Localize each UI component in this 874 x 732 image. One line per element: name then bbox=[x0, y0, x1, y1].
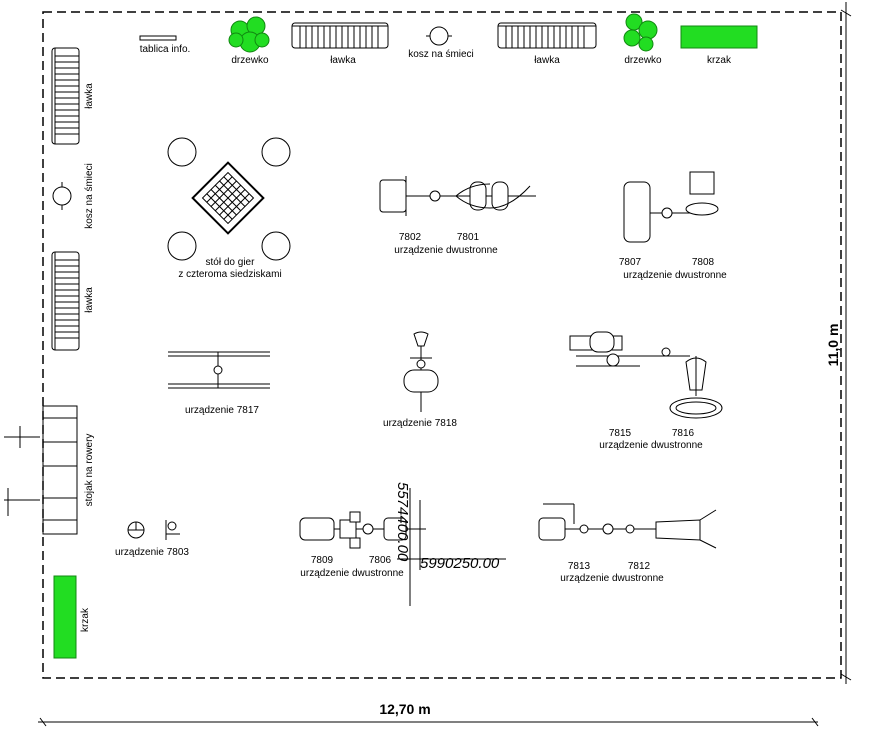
num-7809: 7809 bbox=[311, 555, 334, 566]
bench-left-2-label: ławka bbox=[84, 287, 95, 313]
num-7806: 7806 bbox=[369, 555, 392, 566]
num-7815: 7815 bbox=[609, 428, 632, 439]
equipment-7818: urządzenie 7818 bbox=[383, 331, 457, 429]
bench-top-1-label: ławka bbox=[330, 55, 356, 66]
game-table-label-2: z czteroma siedziskami bbox=[178, 269, 281, 280]
shrub-top: krzak bbox=[680, 25, 758, 66]
bike-rack: stojak na rowery bbox=[4, 405, 95, 535]
num-7813: 7813 bbox=[568, 561, 591, 572]
bench-left-1: ławka bbox=[51, 47, 95, 145]
bench-top-2: ławka bbox=[497, 22, 597, 66]
num-7808: 7808 bbox=[692, 257, 715, 268]
equipment-7809-7806: 7809 7806 urządzenie dwustronne bbox=[299, 511, 426, 579]
dual-label-3: urządzenie dwustronne bbox=[599, 440, 703, 451]
bench-left-1-label: ławka bbox=[84, 83, 95, 109]
dual-label-1: urządzenie dwustronne bbox=[394, 245, 498, 256]
info-board-label: tablica info. bbox=[140, 44, 191, 55]
game-table-label-1: stół do gier bbox=[206, 257, 256, 268]
trash-bin-left: kosz na śmieci bbox=[52, 163, 95, 229]
height-dimension: 11,0 m bbox=[825, 2, 852, 684]
info-board: tablica info. bbox=[139, 35, 191, 55]
bike-rack-label: stojak na rowery bbox=[84, 434, 95, 507]
num-7816: 7816 bbox=[672, 428, 695, 439]
coord-y: 5574400.00 bbox=[394, 482, 411, 562]
game-table: stół do gier z czteroma siedziskami bbox=[167, 137, 291, 280]
shrub-top-label: krzak bbox=[707, 55, 732, 66]
num-7801: 7801 bbox=[457, 232, 480, 243]
equipment-7803-label: urządzenie 7803 bbox=[115, 547, 189, 558]
width-label: 12,70 m bbox=[379, 701, 430, 717]
equipment-7817: urządzenie 7817 bbox=[168, 351, 270, 416]
shrub-left-label: krzak bbox=[80, 607, 91, 632]
trash-bin-top: kosz na śmieci bbox=[408, 26, 474, 60]
equipment-7802-7801: 7802 7801 urządzenie dwustronne bbox=[379, 176, 536, 256]
tree-2: drzewko bbox=[623, 13, 662, 66]
trash-bin-top-label: kosz na śmieci bbox=[408, 49, 474, 60]
bench-top-1: ławka bbox=[291, 22, 389, 66]
shrub-left: krzak bbox=[53, 575, 91, 659]
equipment-7815-7816: 7815 7816 urządzenie dwustronne bbox=[569, 331, 723, 451]
equipment-7807-7808: 7807 7808 urządzenie dwustronne bbox=[619, 171, 727, 281]
num-7812: 7812 bbox=[628, 561, 651, 572]
equipment-7813-7812: 7813 7812 urządzenie dwustronne bbox=[538, 503, 717, 584]
equipment-7803: urządzenie 7803 bbox=[115, 520, 189, 558]
dual-label-2: urządzenie dwustronne bbox=[623, 270, 727, 281]
site-boundary bbox=[42, 11, 842, 679]
dual-label-5: urządzenie dwustronne bbox=[560, 573, 664, 584]
trash-bin-left-label: kosz na śmieci bbox=[84, 163, 95, 229]
tree-1: drzewko bbox=[228, 16, 270, 66]
num-7807: 7807 bbox=[619, 257, 642, 268]
coordinate-marker: 5990250.00 5574400.00 bbox=[394, 482, 506, 606]
bench-top-2-label: ławka bbox=[534, 55, 560, 66]
width-dimension: 12,70 m bbox=[38, 701, 819, 727]
bench-left-2: ławka bbox=[51, 251, 95, 351]
num-7802: 7802 bbox=[399, 232, 422, 243]
dual-label-4: urządzenie dwustronne bbox=[300, 568, 404, 579]
equipment-7817-label: urządzenie 7817 bbox=[185, 405, 259, 416]
tree-2-label: drzewko bbox=[624, 55, 662, 66]
height-label: 11,0 m bbox=[825, 324, 841, 367]
tree-1-label: drzewko bbox=[231, 55, 269, 66]
coord-x: 5990250.00 bbox=[420, 555, 500, 572]
equipment-7818-label: urządzenie 7818 bbox=[383, 418, 457, 429]
